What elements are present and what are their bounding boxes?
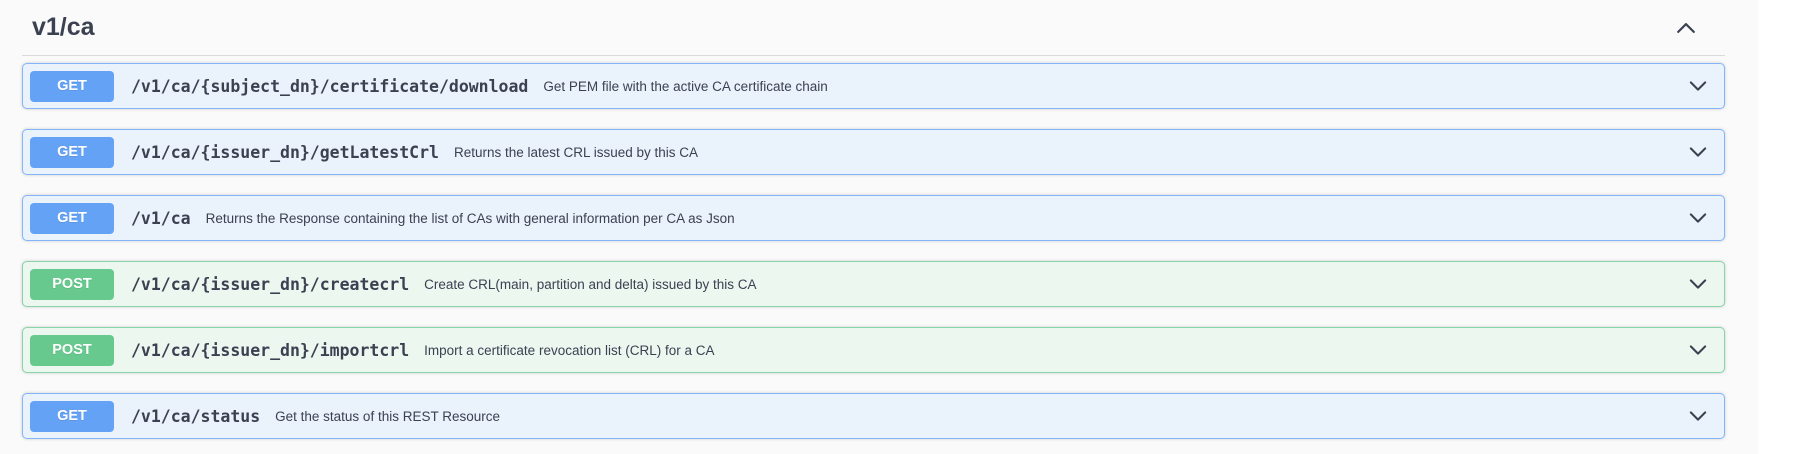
endpoint-description: Import a certificate revocation list (CR… <box>424 342 715 358</box>
expand-endpoint-button[interactable] <box>1682 272 1714 296</box>
endpoint-row[interactable]: GET /v1/ca/{issuer_dn}/getLatestCrl Retu… <box>22 129 1725 175</box>
chevron-down-icon <box>1686 74 1710 98</box>
chevron-down-icon <box>1686 338 1710 362</box>
method-badge: GET <box>30 136 114 168</box>
endpoint-path: /v1/ca/{issuer_dn}/createcrl <box>131 274 410 294</box>
chevron-down-icon <box>1686 206 1710 230</box>
method-badge: POST <box>30 268 114 300</box>
chevron-down-icon <box>1686 404 1710 428</box>
endpoint-description: Create CRL(main, partition and delta) is… <box>424 276 757 292</box>
chevron-up-icon <box>1673 15 1699 41</box>
swagger-tag-section: v1/ca GET /v1/ca/{subject_dn}/certificat… <box>22 0 1725 439</box>
endpoint-path: /v1/ca <box>131 208 191 228</box>
endpoint-path: /v1/ca/{issuer_dn}/getLatestCrl <box>131 142 439 162</box>
collapse-section-button[interactable] <box>1673 15 1699 41</box>
tag-header[interactable]: v1/ca <box>22 0 1725 56</box>
expand-endpoint-button[interactable] <box>1682 404 1714 428</box>
method-badge: GET <box>30 70 114 102</box>
expand-endpoint-button[interactable] <box>1682 140 1714 164</box>
expand-endpoint-button[interactable] <box>1682 338 1714 362</box>
endpoint-row[interactable]: GET /v1/ca/status Get the status of this… <box>22 393 1725 439</box>
expand-endpoint-button[interactable] <box>1682 206 1714 230</box>
endpoint-description: Returns the latest CRL issued by this CA <box>453 144 699 160</box>
chevron-down-icon <box>1686 272 1710 296</box>
endpoint-row[interactable]: POST /v1/ca/{issuer_dn}/createcrl Create… <box>22 261 1725 307</box>
endpoint-description: Get PEM file with the active CA certific… <box>543 78 828 94</box>
endpoint-description: Get the status of this REST Resource <box>275 408 500 424</box>
endpoint-path: /v1/ca/status <box>131 406 261 426</box>
endpoint-description: Returns the Response containing the list… <box>205 210 735 226</box>
method-badge: GET <box>30 400 114 432</box>
endpoint-list: GET /v1/ca/{subject_dn}/certificate/down… <box>22 56 1725 439</box>
method-badge: POST <box>30 334 114 366</box>
method-badge: GET <box>30 202 114 234</box>
chevron-down-icon <box>1686 140 1710 164</box>
endpoint-row[interactable]: GET /v1/ca/{subject_dn}/certificate/down… <box>22 63 1725 109</box>
endpoint-row[interactable]: GET /v1/ca Returns the Response containi… <box>22 195 1725 241</box>
endpoint-row[interactable]: POST /v1/ca/{issuer_dn}/importcrl Import… <box>22 327 1725 373</box>
endpoint-path: /v1/ca/{subject_dn}/certificate/download <box>131 76 529 96</box>
expand-endpoint-button[interactable] <box>1682 74 1714 98</box>
endpoint-path: /v1/ca/{issuer_dn}/importcrl <box>131 340 410 360</box>
section-title: v1/ca <box>32 13 95 41</box>
